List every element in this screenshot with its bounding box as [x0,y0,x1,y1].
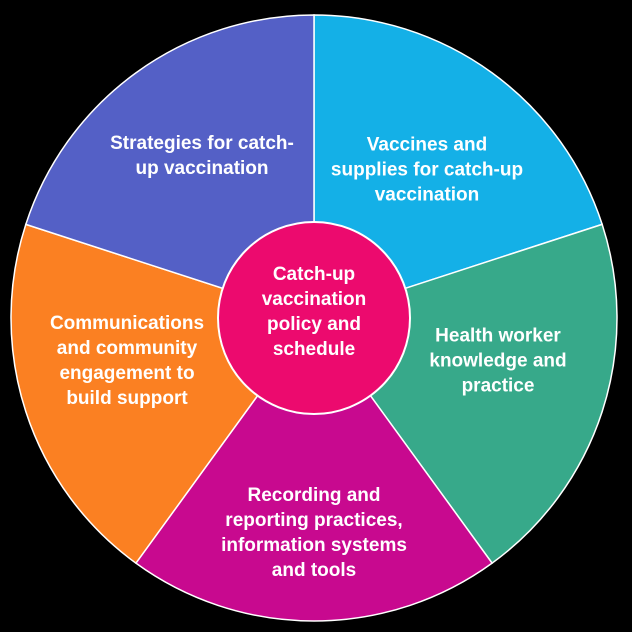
segment-label-health-worker: Health worker knowledge and practice [429,325,567,397]
segment-recording [134,316,494,622]
segment-label-communications: Communications and community engagement … [49,313,205,409]
segment-label-strategies: Strategies for catch- up vaccination [110,133,294,179]
center-circle [217,221,411,415]
center-label: Catch-up vaccination policy and schedule [261,264,367,360]
segment-vaccines [313,14,604,320]
segment-label-vaccines: Vaccines and supplies for catch-up vacci… [330,134,524,206]
segment-strategies [24,14,315,320]
segment-label-recording: Recording and reporting practices, infor… [221,485,407,581]
